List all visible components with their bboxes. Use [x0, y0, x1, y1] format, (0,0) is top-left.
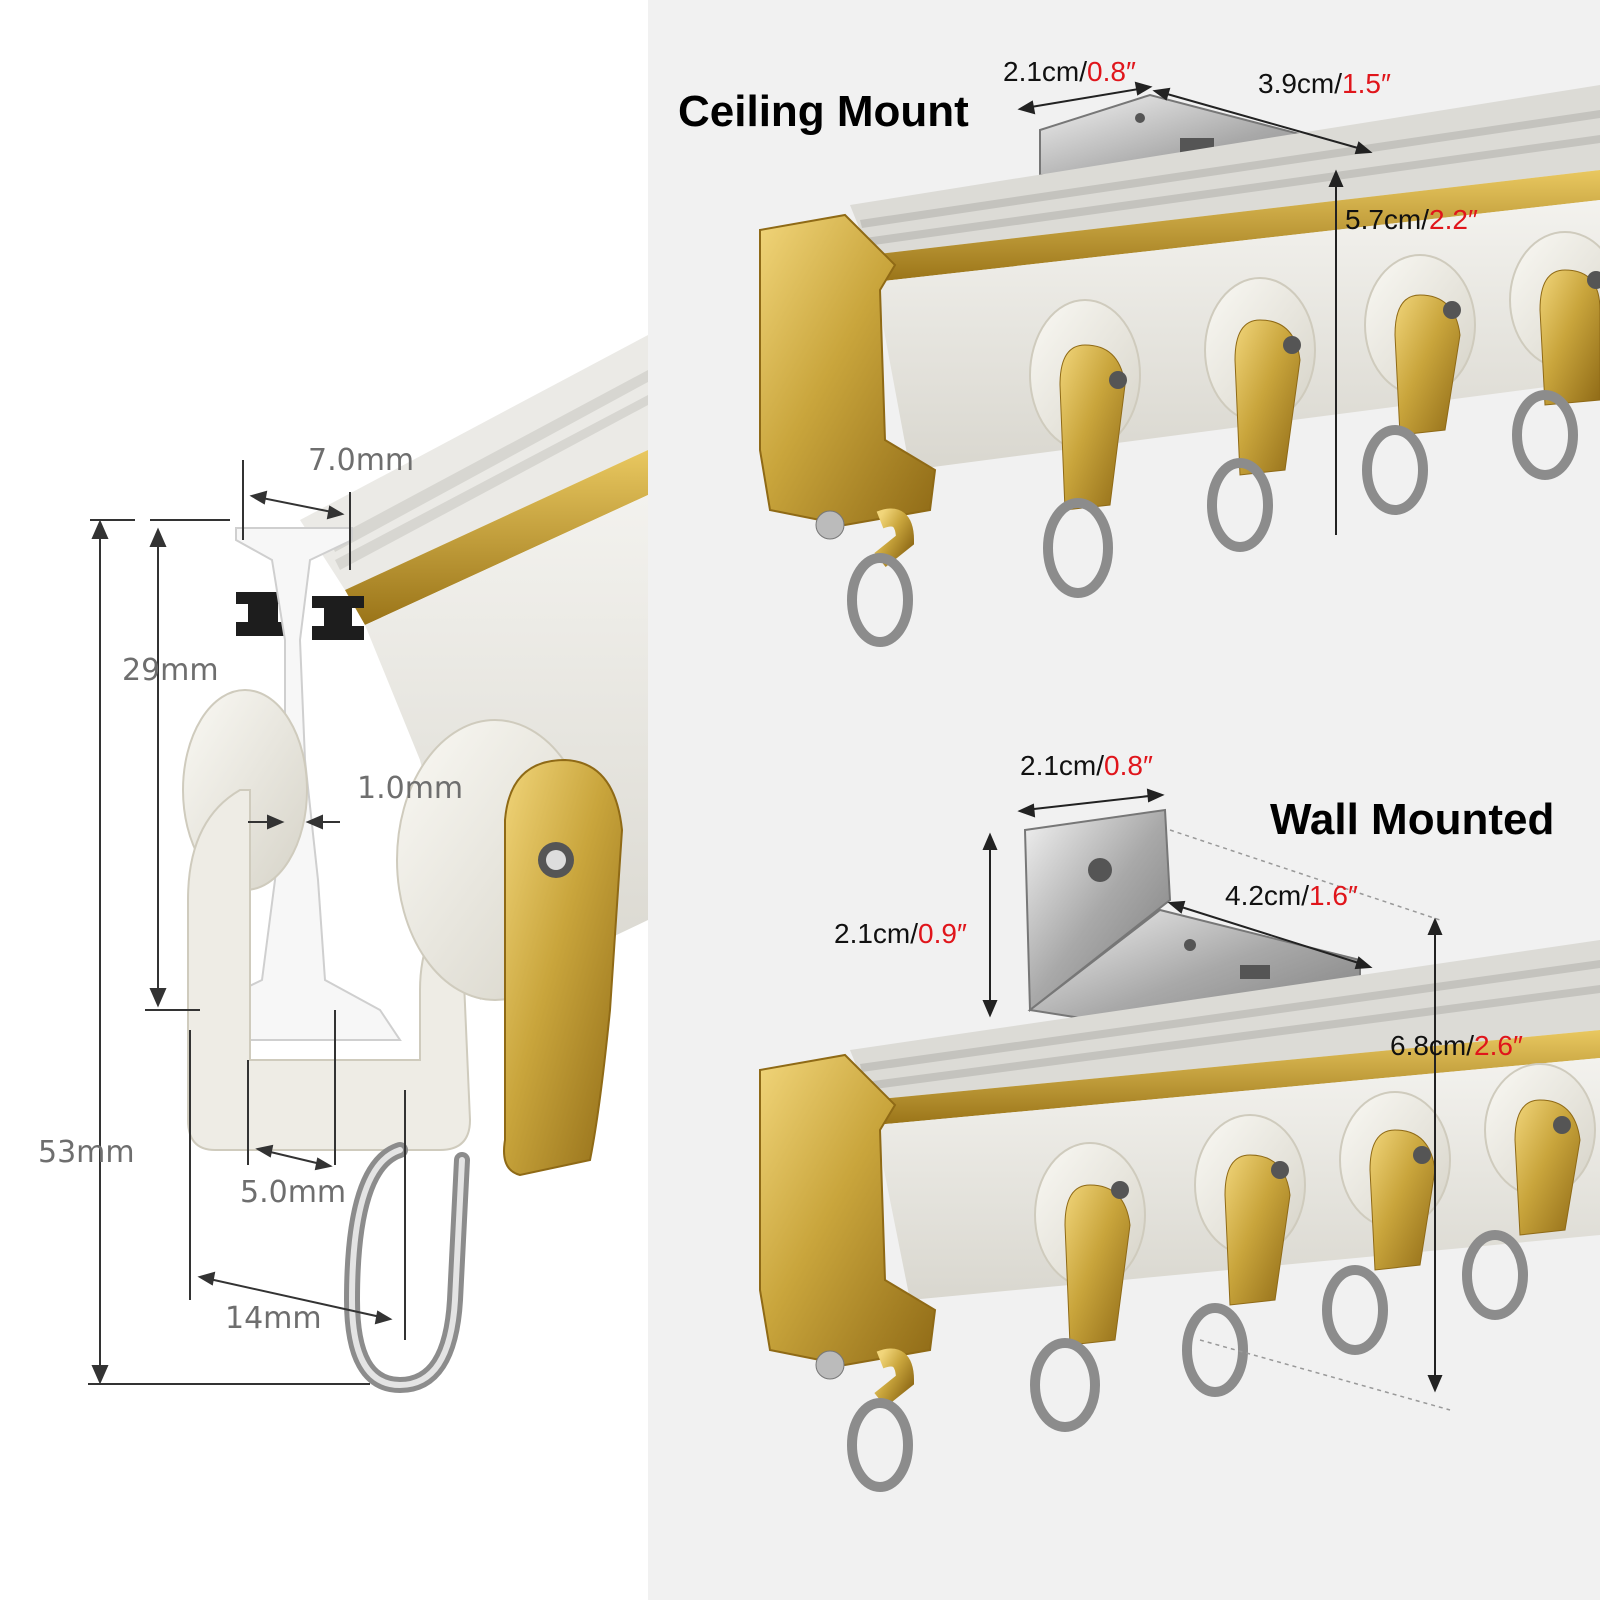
- wall-end-cap: [759, 1053, 937, 1367]
- wall-bracket-height-cm: 2.1cm/: [834, 918, 919, 949]
- profile-closeup: [88, 335, 648, 1394]
- dim-top-width: 7.0mm: [308, 443, 415, 478]
- wall-bracket-length-in: 1.6″: [1309, 880, 1358, 911]
- wall-glider-2: [1182, 1114, 1306, 1397]
- ceiling-bracket-length-cm: 3.9cm/: [1258, 68, 1343, 99]
- profile-dimension-lines: [88, 460, 406, 1385]
- dim-slot-height: 29mm: [122, 653, 219, 688]
- wall-glider-3: [1322, 1091, 1451, 1355]
- profile-rail-top: [300, 335, 648, 590]
- wall-mount-illustration: [759, 788, 1600, 1492]
- wall-bracket-height-label: 2.1cm/0.9″: [834, 920, 967, 948]
- dim-web-thickness: 1.0mm: [357, 771, 464, 806]
- profile-gold-plate: [503, 758, 624, 1177]
- ceiling-gold-strip: [870, 170, 1600, 282]
- wall-bracket-width-cm: 2.1cm/: [1020, 750, 1105, 781]
- wall-bracket-length-cm: 4.2cm/: [1225, 880, 1310, 911]
- ceiling-bracket-width-in: 0.8″: [1087, 56, 1136, 87]
- wall-glider-4: [1462, 1063, 1596, 1320]
- ceiling-bracket-length-label: 3.9cm/1.5″: [1258, 70, 1391, 98]
- ceiling-total-height-cm: 5.7cm/: [1345, 204, 1430, 235]
- wall-total-height-in: 2.6″: [1474, 1030, 1523, 1061]
- ceiling-dimension-lines: [1017, 81, 1373, 535]
- ceiling-bracket-width-label: 2.1cm/0.8″: [1003, 58, 1136, 86]
- profile-rubber-right: [312, 596, 364, 640]
- wall-bracket-width-in: 0.8″: [1104, 750, 1153, 781]
- ceiling-glider-3: [1362, 254, 1476, 515]
- wall-bracket-length-label: 4.2cm/1.6″: [1225, 882, 1358, 910]
- wall-mount-heading: Wall Mounted: [1270, 795, 1555, 844]
- ceiling-mount-illustration: [759, 81, 1600, 647]
- wall-total-height-label: 6.8cm/2.6″: [1390, 1032, 1523, 1060]
- wall-total-height-cm: 6.8cm/: [1390, 1030, 1475, 1061]
- wall-dimension-lines: [982, 788, 1451, 1411]
- dim-total-height: 53mm: [38, 1135, 135, 1170]
- ceiling-glider-2: [1204, 277, 1316, 552]
- profile-rubber-left: [236, 592, 290, 636]
- ceiling-bracket-length-in: 1.5″: [1342, 68, 1391, 99]
- ceiling-bracket-width-cm: 2.1cm/: [1003, 56, 1088, 87]
- wall-bracket-height-in: 0.9″: [918, 918, 967, 949]
- profile-gold-strip: [345, 450, 648, 625]
- wall-bracket-width-label: 2.1cm/0.8″: [1020, 752, 1153, 780]
- ceiling-total-height-label: 5.7cm/2.2″: [1345, 206, 1478, 234]
- dim-base-lip: 5.0mm: [240, 1175, 347, 1210]
- dim-base-width: 14mm: [225, 1301, 322, 1336]
- wall-glider-1: [1030, 1142, 1146, 1432]
- ceiling-glider-4: [1509, 231, 1600, 480]
- ceiling-end-cap: [759, 213, 937, 527]
- wall-bracket-vertical: [1023, 808, 1172, 1013]
- ceiling-mount-heading: Ceiling Mount: [678, 87, 969, 136]
- ceiling-total-height-in: 2.2″: [1429, 204, 1478, 235]
- wall-gold-strip: [870, 1030, 1600, 1125]
- ceiling-glider-1: [1029, 299, 1141, 598]
